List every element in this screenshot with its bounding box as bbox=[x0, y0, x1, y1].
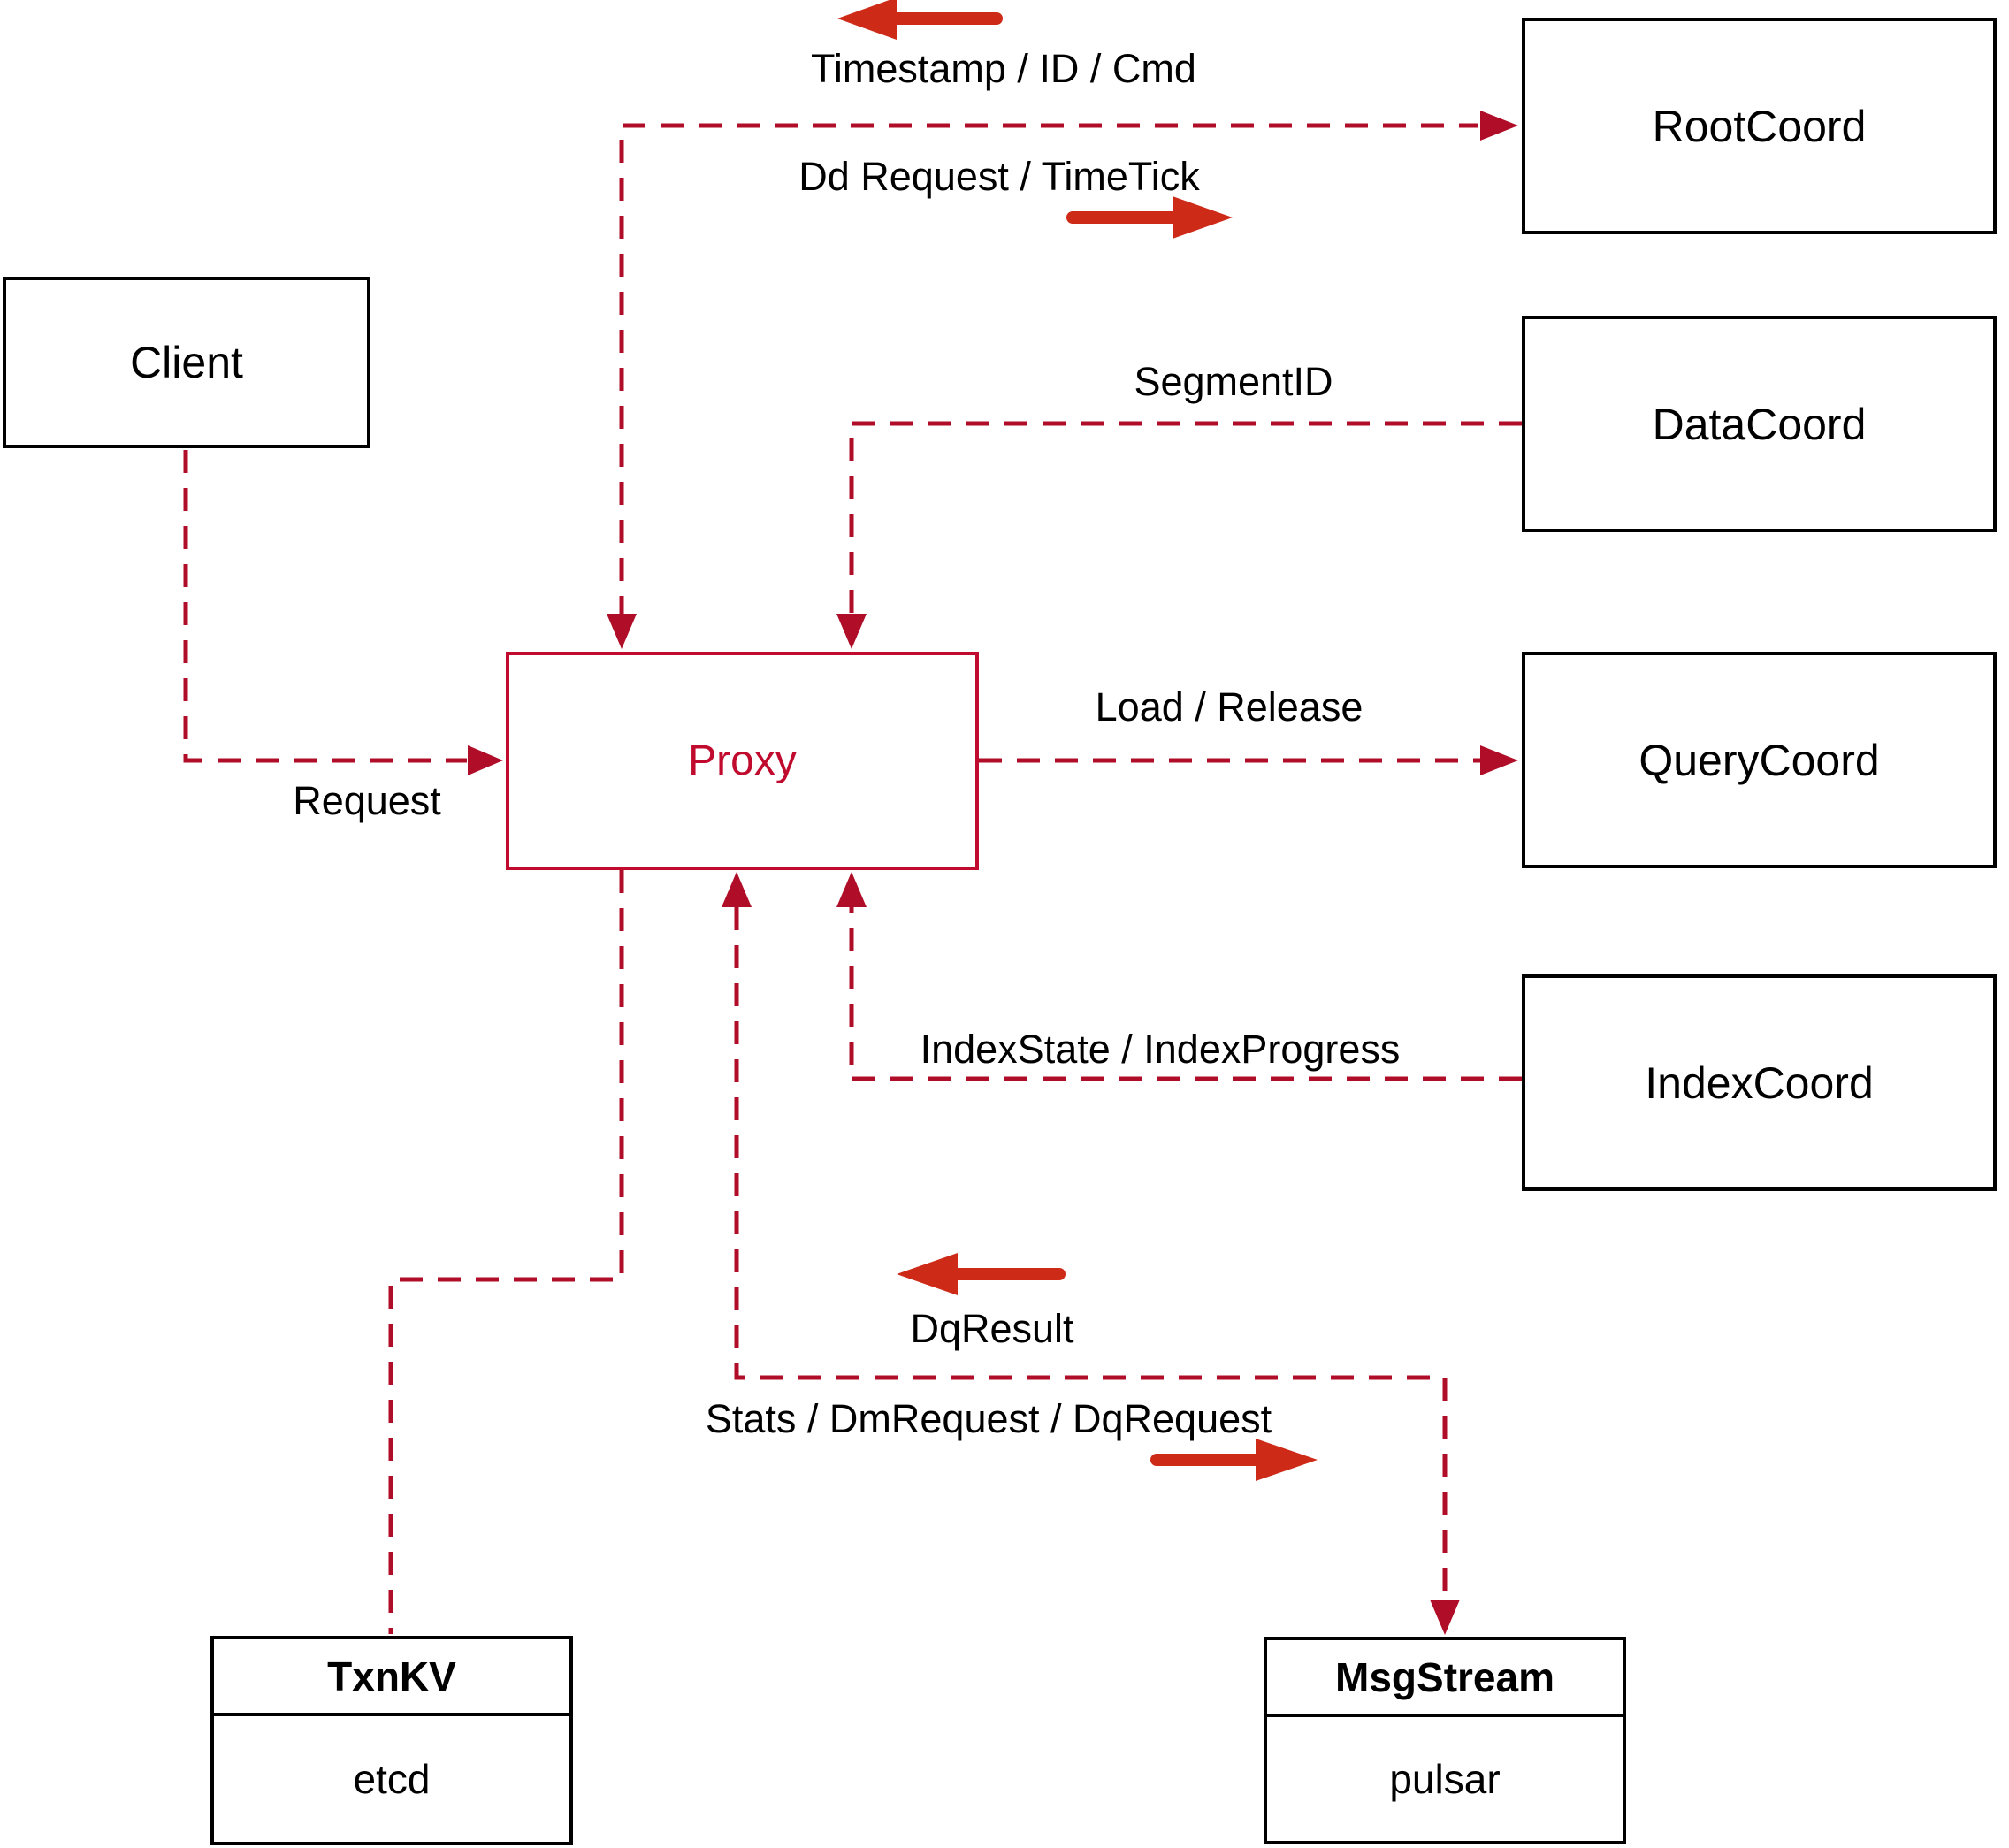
store-msgstream-engine: pulsar bbox=[1389, 1756, 1501, 1802]
edge-label-request: Request bbox=[293, 778, 441, 823]
edge-label-dd-request-timetick: Dd Request / TimeTick bbox=[798, 154, 1200, 199]
node-proxy: Proxy bbox=[506, 652, 979, 870]
edge-label-dqresult: DqResult bbox=[910, 1306, 1074, 1351]
arrow-right-stats-icon bbox=[1150, 1439, 1318, 1481]
node-client: Client bbox=[3, 277, 370, 448]
edge-label-stats-dmrequest-dqrequest: Stats / DmRequest / DqRequest bbox=[705, 1396, 1272, 1441]
node-querycoord: QueryCoord bbox=[1522, 652, 1997, 868]
edge-label-segmentid: SegmentID bbox=[1134, 359, 1333, 404]
connector-proxy-querycoord bbox=[979, 745, 1518, 775]
node-rootcoord: RootCoord bbox=[1522, 18, 1997, 234]
store-msgstream: MsgStream pulsar bbox=[1264, 1637, 1626, 1844]
arrow-left-timestamp-icon bbox=[837, 0, 1003, 40]
connector-indexcoord-proxy bbox=[836, 872, 1522, 1081]
connector-proxy-rootcoord bbox=[607, 111, 1518, 649]
node-indexcoord: IndexCoord bbox=[1522, 974, 1997, 1191]
edge-label-indexstate-indexprogress: IndexState / IndexProgress bbox=[920, 1027, 1401, 1072]
edge-label-timestamp-id-cmd: Timestamp / ID / Cmd bbox=[811, 46, 1196, 91]
store-txnkv-title: TxnKV bbox=[214, 1639, 569, 1716]
store-msgstream-title: MsgStream bbox=[1267, 1640, 1623, 1717]
node-datacoord: DataCoord bbox=[1522, 316, 1997, 532]
store-txnkv-engine: etcd bbox=[353, 1756, 431, 1802]
store-txnkv: TxnKV etcd bbox=[210, 1636, 573, 1845]
connector-proxy-txnkv bbox=[388, 870, 624, 1634]
connector-datacoord-proxy bbox=[836, 421, 1522, 649]
edge-label-load-release: Load / Release bbox=[1095, 684, 1364, 729]
arrow-left-dqresult-icon bbox=[897, 1253, 1066, 1295]
connector-client-proxy bbox=[183, 450, 503, 775]
arrow-right-ddrequest-icon bbox=[1066, 196, 1233, 239]
connector-proxy-msgstream bbox=[722, 872, 1460, 1635]
